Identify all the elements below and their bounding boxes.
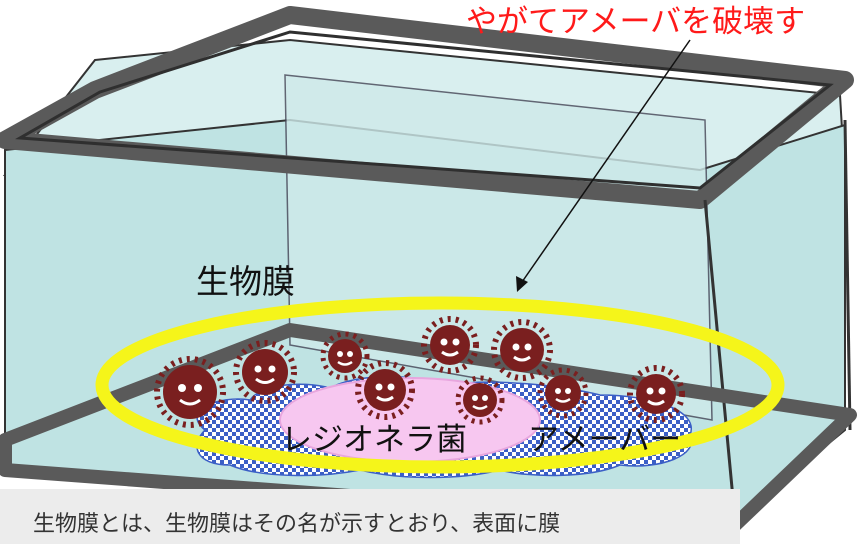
amoeba-label: アメーバー <box>528 422 682 458</box>
biofilm-label: 生物膜 <box>196 262 295 301</box>
bacterium <box>233 340 297 404</box>
annotation-arrow <box>521 39 691 283</box>
tank-top-rim-inner <box>15 30 834 190</box>
description-box <box>0 489 740 544</box>
tank-top-rim <box>0 6 854 209</box>
bacterium <box>421 316 479 374</box>
bacterium <box>355 360 415 420</box>
bacterium <box>455 375 505 425</box>
tank-front-edge <box>703 199 737 521</box>
bacterium <box>537 367 589 419</box>
description-text: 生物膜とは、生物膜はその名が示すとおり、表面に膜 <box>33 512 561 537</box>
bacterium <box>627 365 685 423</box>
arrow-head <box>516 276 528 292</box>
bacterium <box>491 319 553 381</box>
legionella-label: レジオネラ菌 <box>281 422 467 458</box>
bacterium <box>320 331 370 381</box>
tank-right-edge <box>843 119 852 431</box>
biofilm-ring <box>95 296 785 474</box>
top-caption: やがてアメーバを破壊す <box>466 4 806 40</box>
bacterium <box>154 356 226 428</box>
bacteria-group <box>154 316 685 428</box>
tank-bottom-frame <box>0 323 857 532</box>
